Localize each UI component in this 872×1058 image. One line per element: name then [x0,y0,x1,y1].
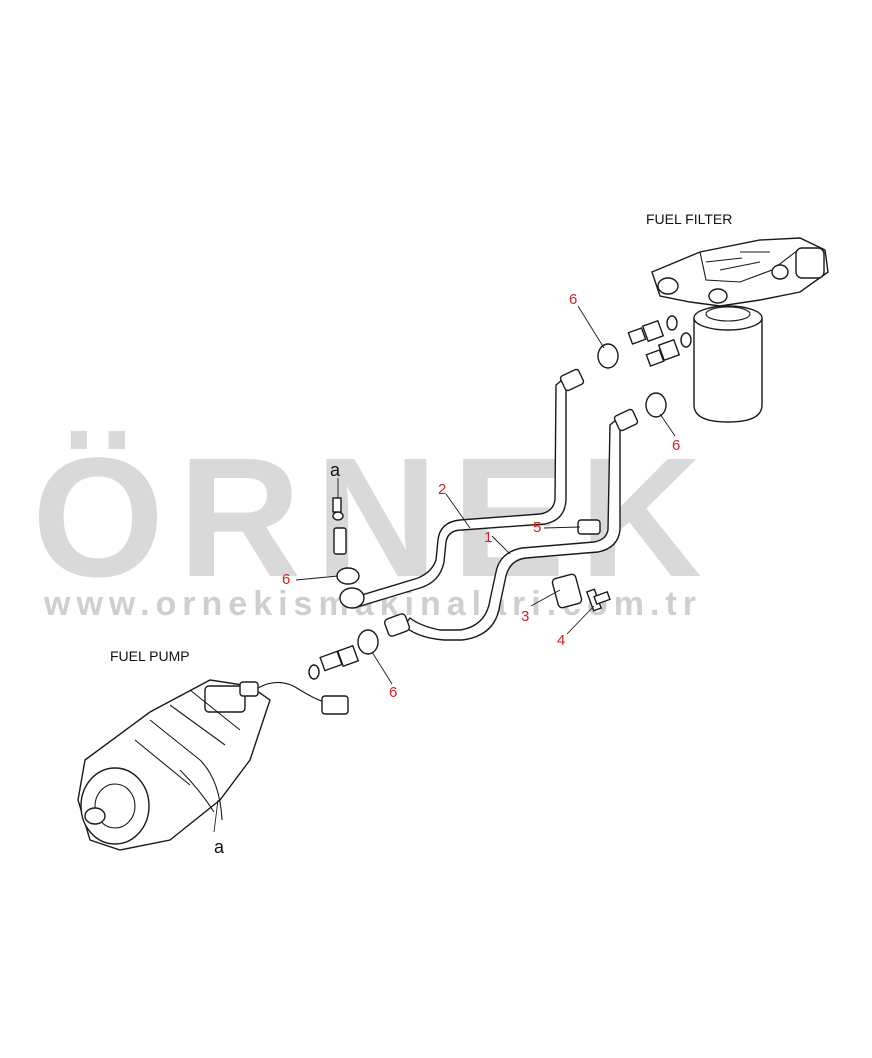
fuel-pump-label: FUEL PUMP [110,648,190,664]
cap-6-lower [357,629,379,655]
clamp-3 [551,573,583,609]
callout-3: 3 [521,608,529,625]
pump-fittings [308,497,410,680]
clamp-5 [577,519,601,535]
marker-a-bottom: a [214,837,225,857]
callout-2: 2 [438,481,446,498]
callout-6-left: 6 [282,571,290,588]
leader-lines [213,305,676,833]
fuel-tubes [351,368,639,641]
callout-4: 4 [557,632,565,649]
cap-6-left [336,567,360,585]
fuel-filter-assembly [597,237,829,423]
watermark-url: www.ornekismakinalari.com.tr [43,585,702,623]
callout-5: 5 [533,519,541,536]
filter-fittings [627,315,692,367]
cap-6-upper-right [597,343,619,369]
bolt-4 [585,588,611,612]
callout-1: 1 [484,529,492,546]
callout-6-top: 6 [569,291,577,308]
fuel-filter-label: FUEL FILTER [646,211,732,227]
cap-6-right [645,392,667,418]
callout-6-bottom: 6 [389,684,397,701]
callout-6-right: 6 [672,437,680,454]
fuel-pump-assembly [77,679,349,851]
watermark-brand: ÖRNEK [32,423,716,613]
marker-a-top: a [330,460,341,480]
